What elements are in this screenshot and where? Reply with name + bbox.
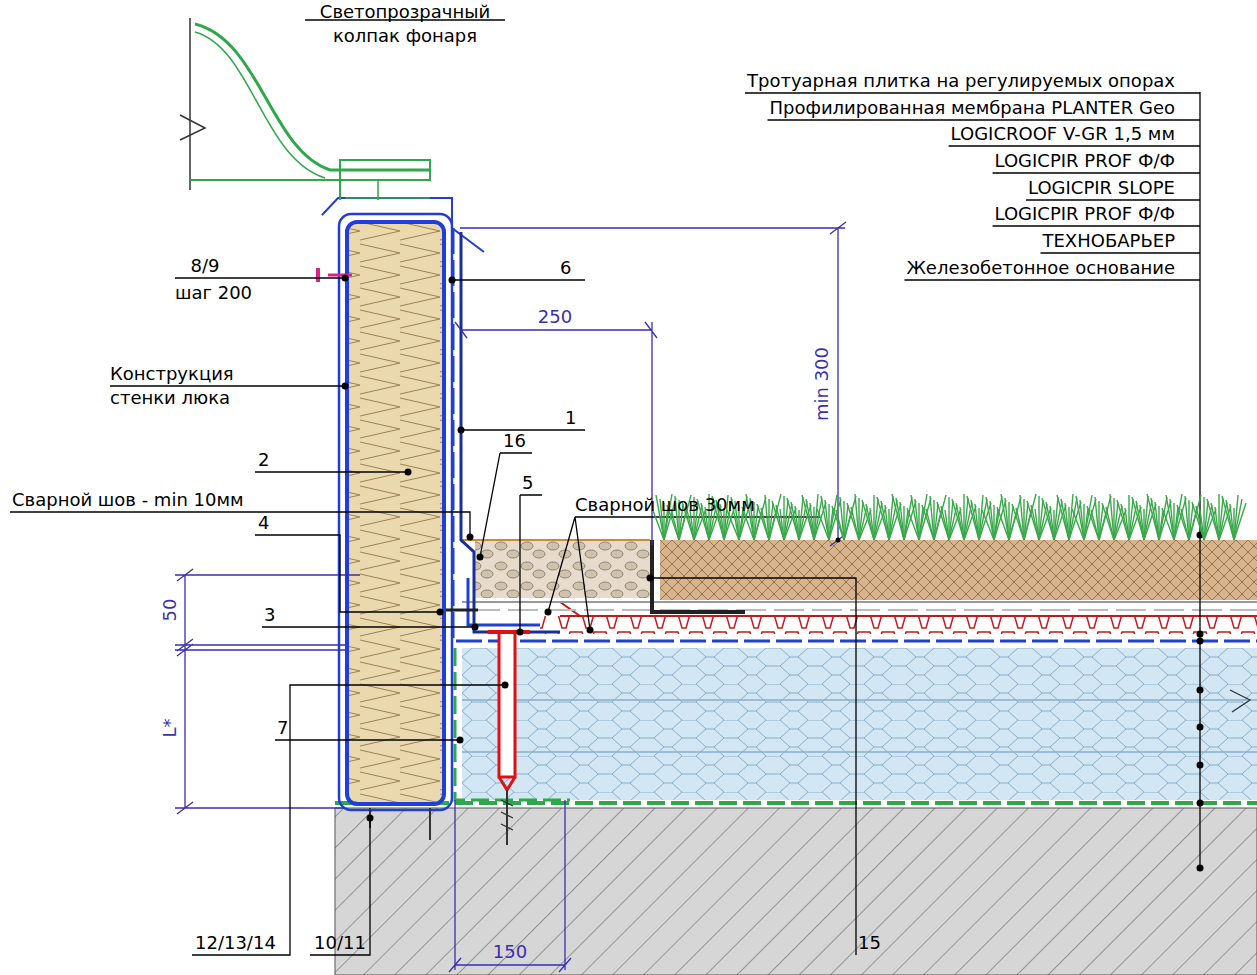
callout-number: 5 [522,472,533,494]
dimension-label: 250 [538,306,572,328]
callout-number: 4 [258,512,269,534]
callout-number: 15 [858,932,881,954]
dimension-label: 50 [159,599,181,622]
dimension-label: min 300 [811,347,833,421]
layer-label: LOGICPIR PROF Ф/Ф [995,150,1175,172]
callout-number: 12/13/14 [195,932,276,954]
note-label: Сварной шов - min 10мм [12,489,244,511]
dimension-label: 150 [493,941,527,963]
callout-number: 2 [258,449,269,471]
layer-label: LOGICPIR SLOPE [1028,177,1175,199]
callout-number: 3 [264,604,275,626]
note-label: Сварной шов 30мм [575,494,755,516]
dimension-label: L* [159,718,181,737]
callout-number: 7 [277,717,288,739]
callout-number: 6 [560,257,571,279]
layer-label: Железобетонное основание [906,257,1175,279]
layer-label: LOGICPIR PROF Ф/Ф [995,203,1175,225]
layer-label: Профилированная мембрана PLANTER Geo [770,97,1175,119]
caption-label: Светопрозрачный колпак фонаря [300,0,510,48]
callout-number: 8/9 [191,255,220,277]
note-label: шаг 200 [175,282,252,304]
callout-number: 16 [503,430,526,452]
layer-label: Тротуарная плитка на регулируемых опорах [747,70,1175,92]
layer-label: LOGICROOF V-GR 1,5 мм [951,123,1175,145]
part-label: Конструкция стенки люка [110,362,260,410]
callout-number: 1 [565,407,576,429]
layer-label: ТЕХНОБАРЬЕР [1043,230,1176,252]
callout-number: 10/11 [314,932,366,954]
